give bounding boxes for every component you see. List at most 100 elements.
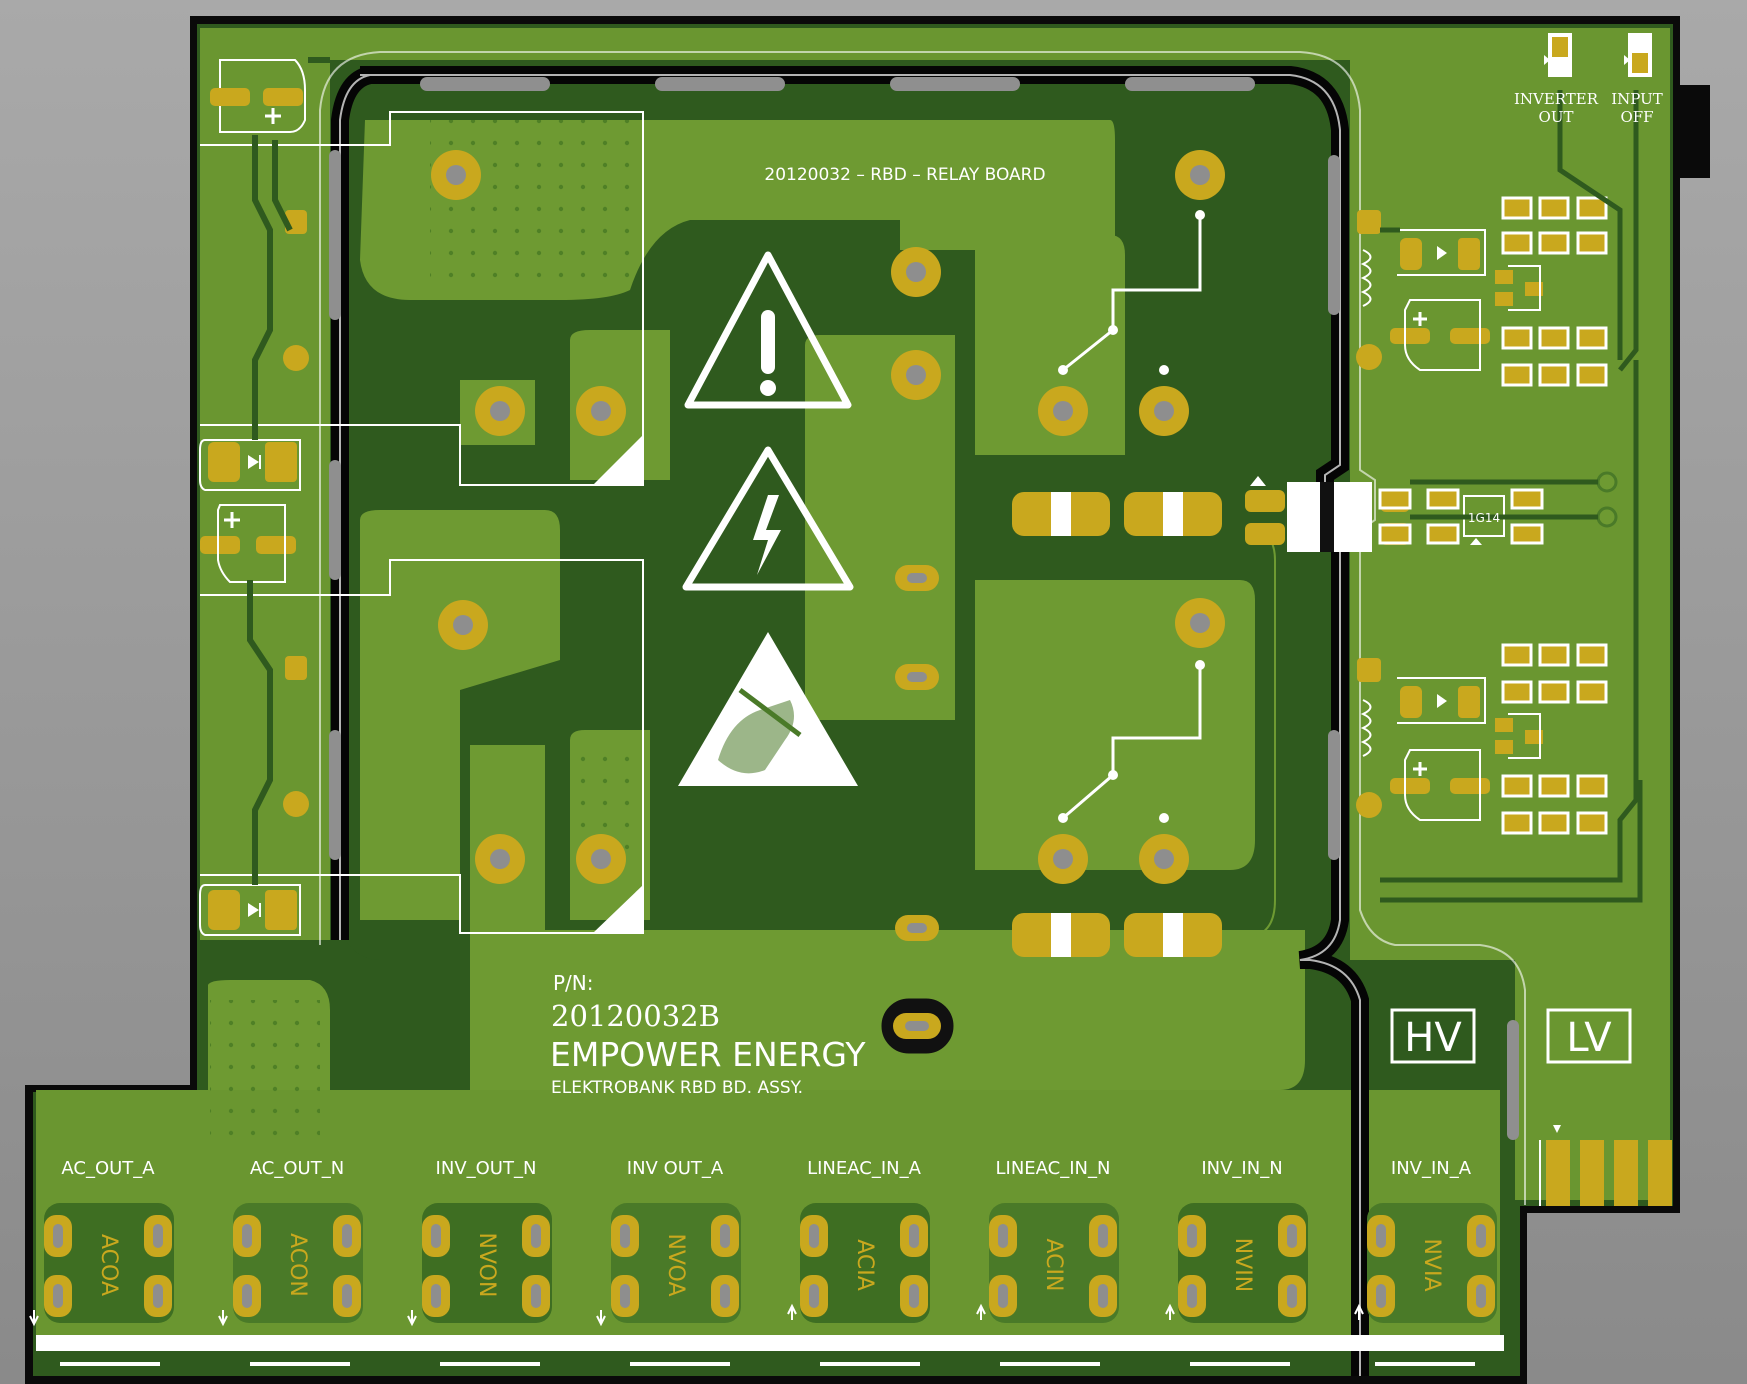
connector-label: AC_OUT_N <box>250 1158 344 1179</box>
connector-pin-hole <box>1476 1224 1486 1248</box>
connector-label: AC_OUT_A <box>61 1158 155 1179</box>
connector-label: INV_OUT_N <box>436 1158 537 1179</box>
relay-1-pin1-marker <box>593 435 643 485</box>
hv-pour-right-top <box>975 235 1125 455</box>
hv-label: HV <box>1404 1015 1462 1061</box>
connector-pad-area <box>44 1203 174 1323</box>
jumper-switches <box>1544 33 1652 77</box>
logic-ic-area <box>1378 471 1618 545</box>
connector-pad-area <box>989 1203 1119 1323</box>
relay-switch-dots <box>1058 210 1205 823</box>
esd-symbol <box>678 632 858 786</box>
connector-code: NVIN <box>1230 1238 1255 1292</box>
lv-label: LV <box>1566 1015 1612 1061</box>
relay-2-pin1-marker <box>593 885 643 933</box>
relay-switch-symbols <box>1062 215 1202 820</box>
connector-pin-hole <box>1098 1224 1108 1248</box>
inverter-out-label-line1: INVERTER <box>1514 90 1599 108</box>
connector-pin-hole <box>1376 1284 1386 1308</box>
right-traces <box>1380 90 1643 903</box>
bottom-connector-copper <box>36 1090 1500 1335</box>
left-copper-strip <box>200 28 330 940</box>
connector-pin-hole <box>1287 1284 1297 1308</box>
connector-label: INV_IN_N <box>1201 1158 1282 1179</box>
board-edge-tab <box>1680 85 1710 178</box>
isolation-outer-silk <box>319 51 1526 1205</box>
connector-code: NVIA <box>1419 1238 1444 1291</box>
oval-pads <box>878 565 957 1057</box>
connector-pin-hole <box>431 1224 441 1248</box>
lv-edge-connector <box>1539 1125 1672 1206</box>
connector-pad-area <box>422 1203 552 1323</box>
connector-pin-hole <box>809 1224 819 1248</box>
hv-pour-left-middle <box>360 510 560 920</box>
connector-pad-area <box>611 1203 741 1323</box>
pin1-arrow-marker <box>787 1303 797 1320</box>
relay-pads <box>431 150 1225 884</box>
connector-pin-hole <box>153 1284 163 1308</box>
left-smd-parts <box>199 59 309 936</box>
connector-label: INV OUT_A <box>627 1158 724 1179</box>
board-header-label: 20120032 – RBD – RELAY BOARD <box>764 165 1045 185</box>
connector-label: LINEAC_IN_A <box>807 1158 922 1179</box>
hv-pour-center <box>805 335 955 720</box>
connector-label: INV_IN_A <box>1391 1158 1472 1179</box>
relay-silk-outlines <box>200 111 644 934</box>
connector-pin-hole <box>1187 1224 1197 1248</box>
connector-code: ACOA <box>96 1234 121 1296</box>
connector-pin-hole <box>1476 1284 1486 1308</box>
connector-pin-hole <box>1287 1224 1297 1248</box>
connector-pad-area <box>1367 1203 1497 1323</box>
pin1-arrow-marker <box>407 1310 417 1327</box>
high-voltage-symbol <box>682 446 854 591</box>
via-stitch-top <box>430 120 630 290</box>
connector-pad-area <box>1178 1203 1308 1323</box>
hv-label-box <box>1390 1008 1476 1064</box>
connector-pin-hole <box>242 1224 252 1248</box>
connector-pin-hole <box>998 1284 1008 1308</box>
pin1-arrow-marker <box>976 1303 986 1320</box>
pin1-arrow-marker <box>1165 1303 1175 1320</box>
connector-pin-hole <box>1187 1284 1197 1308</box>
right-copper-region <box>1350 28 1670 1200</box>
ic-label: 1G14 <box>1468 511 1500 525</box>
pin1-arrow-marker <box>596 1310 606 1327</box>
connector-pin-hole <box>53 1224 63 1248</box>
lv-label-box <box>1546 1008 1632 1064</box>
connector-pin-hole <box>531 1224 541 1248</box>
connector-pin-hole <box>242 1284 252 1308</box>
assembly-name: ELEKTROBANK RBD BD. ASSY. <box>551 1078 803 1098</box>
connector-pin-hole <box>342 1224 352 1248</box>
inverter-out-label-line2: OUT <box>1539 108 1574 126</box>
right-lv-components <box>1356 210 1543 821</box>
connector-7: INV_IN_N NVIN <box>1165 1158 1308 1323</box>
connector-label: LINEAC_IN_N <box>996 1158 1111 1179</box>
pin1-arrow-marker <box>218 1310 228 1327</box>
connector-code: ACIN <box>1041 1239 1066 1292</box>
bottom-connectors: AC_OUT_AACOAAC_OUT_NACONINV_OUT_NNVONINV… <box>29 1158 1497 1327</box>
smd-resistor-grid <box>1501 196 1608 835</box>
connector-pin-hole <box>809 1284 819 1308</box>
connector-pin-hole <box>431 1284 441 1308</box>
slot-cutouts <box>329 77 1519 1140</box>
part-number: 20120032B <box>551 999 720 1033</box>
connector-pin-hole <box>1098 1284 1108 1308</box>
company-name: EMPOWER ENERGY <box>550 1035 866 1074</box>
left-traces <box>247 57 330 885</box>
connector-pad-area <box>233 1203 363 1323</box>
hv-pour-right-bottom <box>975 580 1255 870</box>
connector-pin-hole <box>1376 1224 1386 1248</box>
via-stitch-left <box>210 1000 320 1140</box>
pin1-arrow-marker <box>29 1310 39 1327</box>
connector-pin-hole <box>620 1284 630 1308</box>
connector-1: AC_OUT_A ACOA <box>29 1158 174 1327</box>
isolation-slot-outline <box>339 74 1361 1376</box>
connector-pin-hole <box>531 1284 541 1308</box>
connector-8: INV_IN_A NVIA <box>1354 1158 1497 1323</box>
connector-pin-hole <box>342 1284 352 1308</box>
connector-pin-hole <box>909 1284 919 1308</box>
